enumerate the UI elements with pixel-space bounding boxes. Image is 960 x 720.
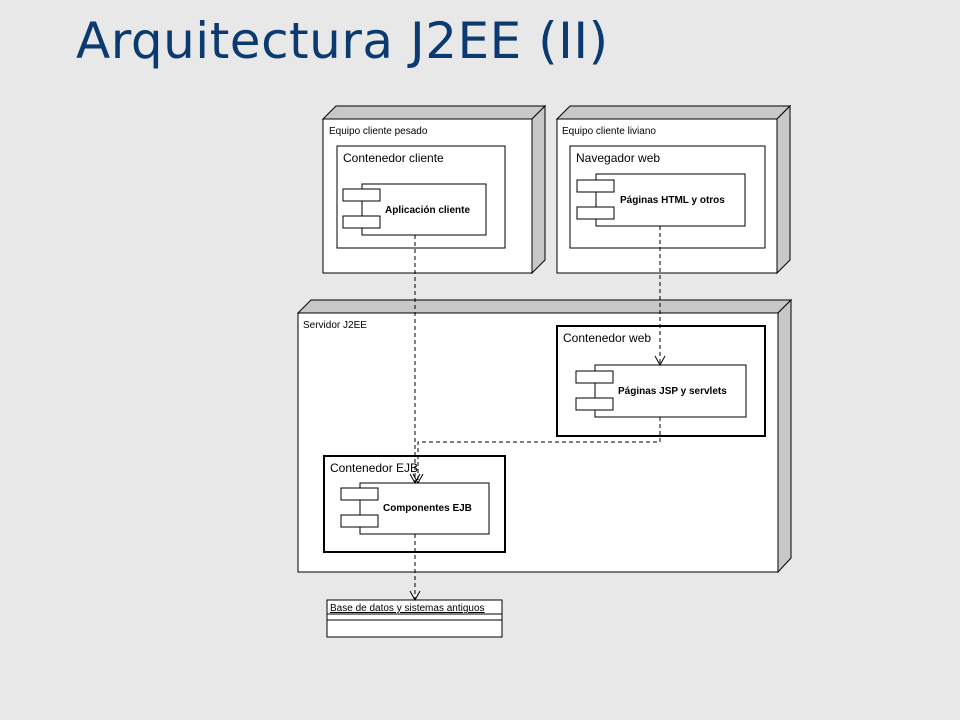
database-box: Base de datos y sistemas antiguos — [326, 599, 503, 638]
node-label: Equipo cliente liviano — [562, 126, 656, 137]
component-label: Aplicación cliente — [385, 205, 470, 216]
node-depth-side — [776, 104, 791, 275]
node-light-client: Equipo cliente liviano Navegador web Pág… — [555, 104, 792, 275]
node-depth-top — [321, 105, 547, 120]
node-depth-side — [531, 104, 546, 275]
component-label: Componentes EJB — [383, 503, 472, 514]
component-paginas-jsp: Páginas JSP y servlets — [575, 364, 747, 418]
component-aplicacion-cliente: Aplicación cliente — [342, 183, 487, 236]
container-label: Navegador web — [576, 151, 660, 165]
container-label: Contenedor EJB — [330, 461, 418, 475]
dependency-web-to-ejb — [412, 417, 661, 485]
slide-title: Arquitectura J2EE (II) — [76, 12, 609, 70]
node-label: Equipo cliente pesado — [329, 126, 428, 137]
component-paginas-html: Páginas HTML y otros — [576, 173, 746, 227]
node-j2ee-server: Servidor J2EE Contenedor web Páginas JSP… — [296, 298, 793, 574]
node-depth-top — [296, 299, 793, 314]
node-depth-side — [777, 298, 792, 574]
node-depth-top — [555, 105, 792, 120]
ejb-container: Contenedor EJB Componentes EJB — [323, 455, 506, 553]
node-heavy-client: Equipo cliente pesado Contenedor cliente… — [321, 104, 547, 275]
container-label: Contenedor web — [563, 331, 651, 345]
node-label: Servidor J2EE — [303, 320, 367, 331]
component-componentes-ejb: Componentes EJB — [340, 482, 490, 535]
database-label: Base de datos y sistemas antiguos — [330, 603, 485, 614]
web-container: Contenedor web Páginas JSP y servlets — [556, 325, 766, 437]
container-label: Contenedor cliente — [343, 151, 444, 165]
component-label: Páginas HTML y otros — [620, 195, 725, 206]
component-label: Páginas JSP y servlets — [618, 386, 727, 397]
dependencies — [409, 226, 666, 602]
